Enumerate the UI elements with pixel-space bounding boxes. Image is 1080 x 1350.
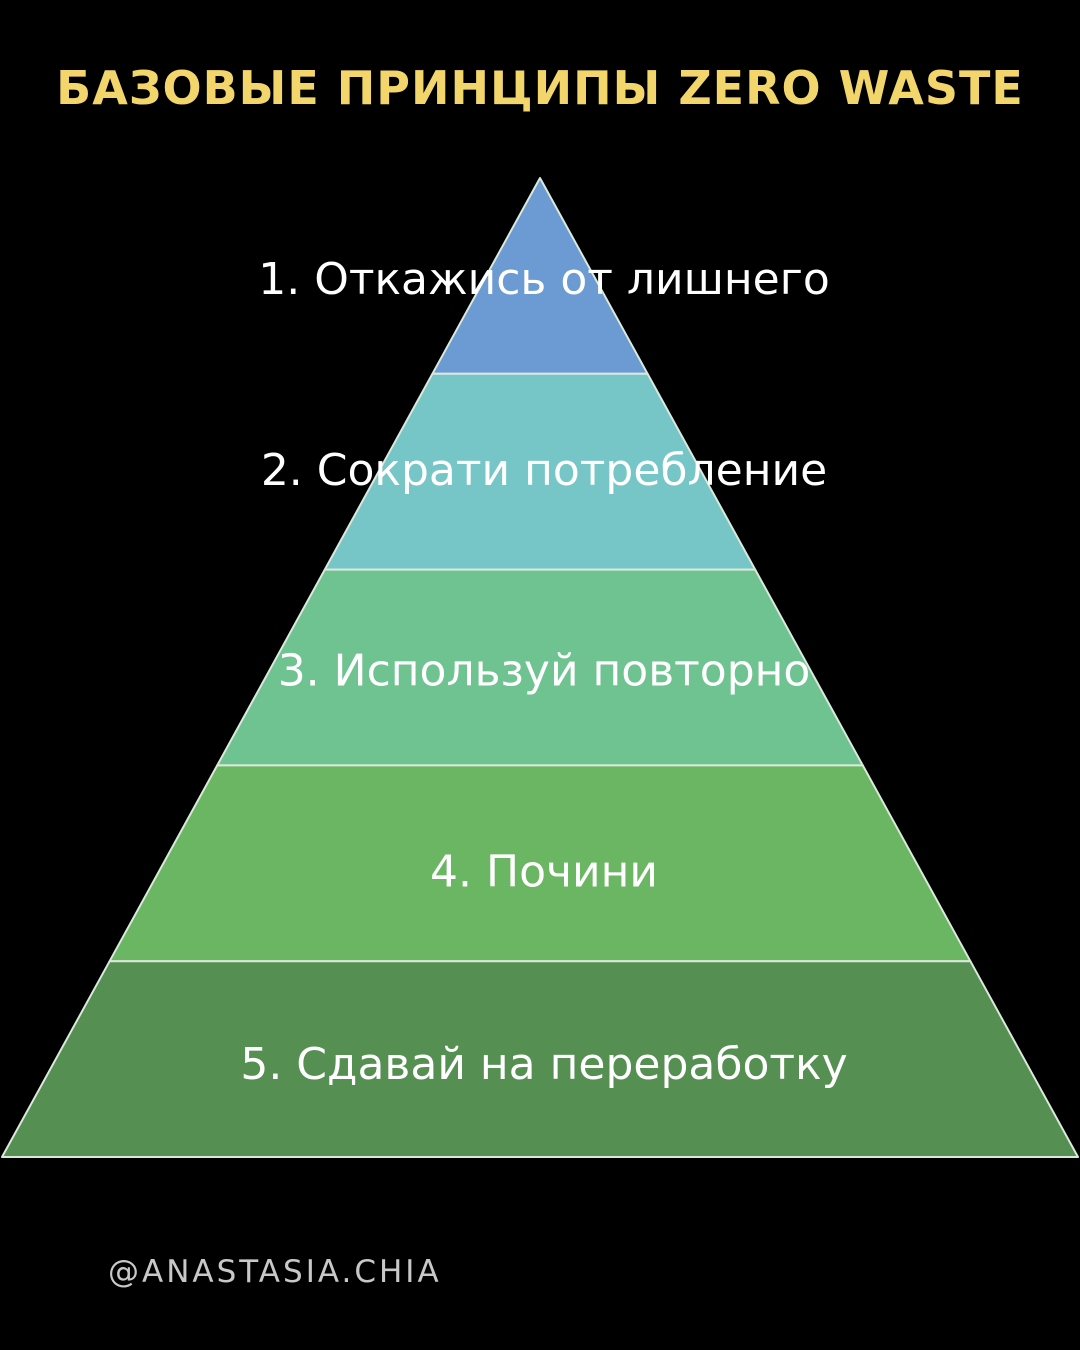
author-handle: @ANASTASIA.CHIA: [108, 1254, 442, 1290]
page-title: БАЗОВЫЕ ПРИНЦИПЫ ZERO WASTE: [56, 61, 1024, 115]
pyramid-tier-label-2: 2. Сократи потребление: [261, 445, 827, 496]
pyramid-labels: 1. Откажись от лишнего 2. Сократи потребл…: [240, 254, 847, 1090]
pyramid-tier-label-3: 3. Используй повторно: [278, 646, 811, 697]
pyramid-tier-label-5: 5. Сдавай на переработку: [240, 1039, 847, 1090]
pyramid-tier-label-4: 4. Почини: [430, 846, 658, 897]
pyramid-tiers: [1, 177, 1079, 1158]
pyramid-tier-5: [1, 960, 1079, 1158]
pyramid-tier-label-1: 1. Откажись от лишнего: [258, 254, 830, 305]
